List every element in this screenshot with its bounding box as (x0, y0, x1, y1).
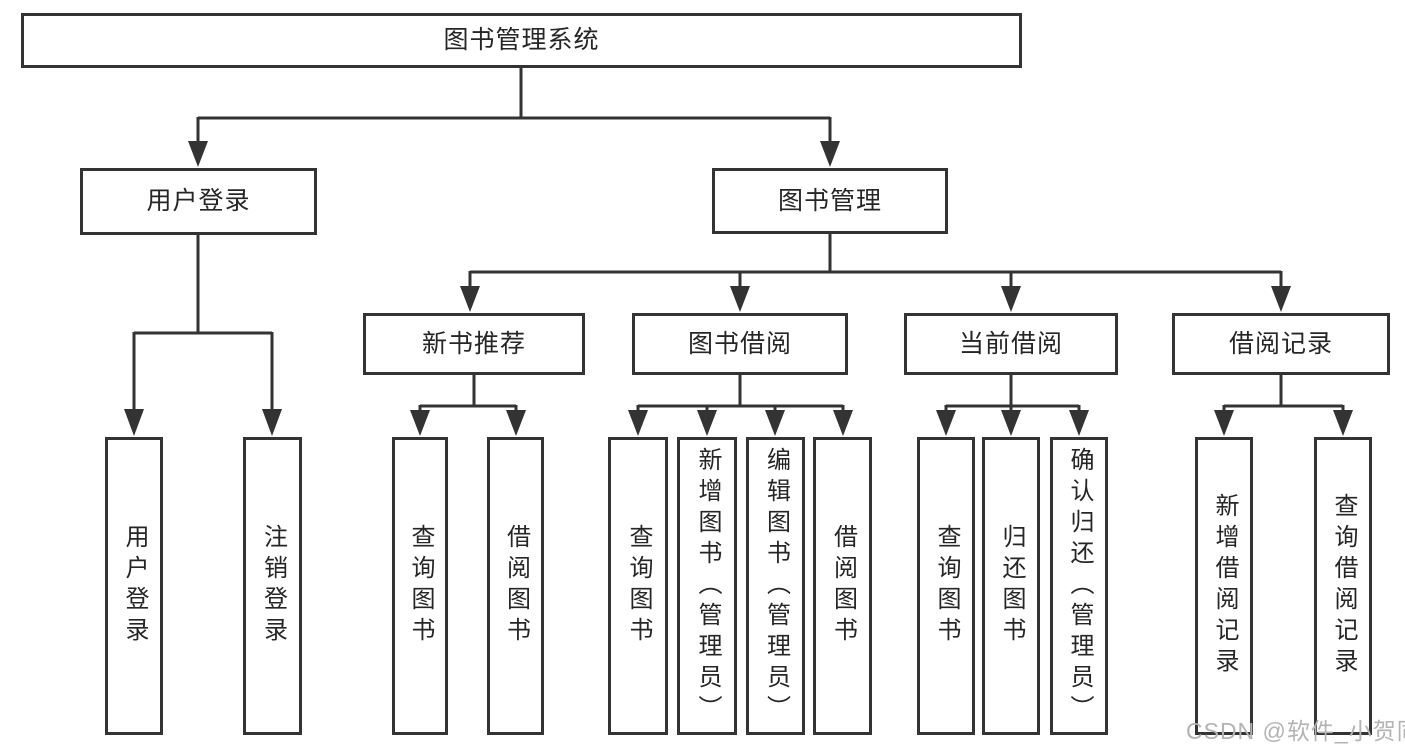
arrowhead-borrowing-records (1271, 286, 1291, 312)
leaf-logout-label: 注销登录 (259, 524, 287, 648)
leaf-nbr-query-books-label: 查询图书 (407, 524, 434, 648)
leaf-cb-query-books: 查询图书 (917, 437, 975, 735)
leaf-cb-return-books: 归还图书 (982, 437, 1040, 735)
arrowhead-bb-query-books (628, 410, 648, 436)
connector-root-to-level2 (196, 68, 832, 146)
leaf-cb-query-books-label: 查询图书 (933, 524, 960, 648)
connector-borrowing-records-to-leaves (1222, 375, 1345, 414)
leaf-bb-borrow-books: 借阅图书 (813, 437, 872, 735)
leaf-br-add-borrow-record: 新增借阅记录 (1195, 437, 1253, 735)
connector-new-book-recommendation-to-leaves (418, 375, 518, 414)
leaf-user-login-label: 用户登录 (121, 524, 148, 648)
arrowhead-br-add-record (1214, 410, 1234, 436)
node-book-management-label: 图书管理 (777, 186, 882, 215)
node-book-management: 图书管理 (712, 168, 948, 234)
arrowhead-cb-confirm-return (1069, 410, 1089, 436)
connector-current-borrowing-to-leaves (944, 375, 1081, 414)
connector-book-management-to-level3 (468, 234, 1283, 292)
watermark: CSDN @软件_小贺同学 (1186, 718, 1405, 744)
node-new-book-recommendation-label: 新书推荐 (421, 329, 526, 358)
leaf-br-add-borrow-record-label: 新增借阅记录 (1211, 493, 1238, 679)
arrowhead-nbr-query-books (410, 410, 430, 436)
node-book-borrowing: 图书借阅 (632, 313, 848, 375)
leaf-logout: 注销登录 (243, 437, 302, 735)
leaf-nbr-borrow-books-label: 借阅图书 (502, 524, 530, 648)
leaf-nbr-query-books: 查询图书 (392, 437, 448, 735)
leaf-bb-query-books-label: 查询图书 (625, 524, 652, 648)
leaf-bb-borrow-books-label: 借阅图书 (829, 524, 857, 648)
connector-user-login-to-leaves (132, 235, 274, 414)
arrowhead-leaf-logout (262, 409, 282, 436)
arrowhead-br-query-record (1333, 410, 1353, 436)
arrowhead-cb-return-books (1001, 410, 1021, 436)
leaf-user-login: 用户登录 (105, 437, 163, 735)
arrowhead-cb-query-books (936, 410, 956, 436)
leaf-br-query-borrow-record-label: 查询借阅记录 (1330, 493, 1357, 679)
arrowhead-nbr-borrow-books (506, 410, 526, 436)
connector-book-borrowing-to-leaves (636, 375, 845, 414)
leaf-bb-edit-book-admin-label: 编辑图书（管理员） (762, 446, 790, 726)
arrowhead-bb-borrow-books (833, 410, 853, 436)
arrowhead-book-management (820, 141, 840, 167)
node-library-management-system: 图书管理系统 (21, 13, 1022, 68)
leaf-nbr-borrow-books: 借阅图书 (487, 437, 544, 735)
leaf-bb-query-books: 查询图书 (608, 437, 668, 735)
arrowhead-book-borrowing (730, 286, 750, 312)
node-user-login-label: 用户登录 (146, 187, 251, 216)
leaf-cb-confirm-return-admin: 确认归还（管理员） (1050, 437, 1108, 735)
leaf-bb-edit-book-admin: 编辑图书（管理员） (746, 437, 805, 735)
arrowhead-current-borrowing (1001, 286, 1021, 312)
node-borrowing-records-label: 借阅记录 (1228, 329, 1333, 358)
arrowhead-leaf-user-login (124, 409, 144, 436)
node-library-management-system-label: 图书管理系统 (443, 26, 600, 55)
arrowhead-new-book-recommendation (460, 286, 480, 312)
node-borrowing-records: 借阅记录 (1172, 313, 1390, 375)
arrowhead-bb-edit-book (765, 410, 785, 436)
arrowhead-bb-add-book (697, 410, 717, 436)
leaf-bb-add-book-admin: 新增图书（管理员） (677, 437, 737, 735)
node-book-borrowing-label: 图书借阅 (687, 329, 792, 358)
leaf-br-query-borrow-record: 查询借阅记录 (1314, 437, 1372, 735)
node-current-borrowing-label: 当前借阅 (958, 329, 1063, 358)
node-user-login: 用户登录 (80, 168, 317, 235)
leaf-cb-confirm-return-admin-label: 确认归还（管理员） (1066, 446, 1093, 726)
node-new-book-recommendation: 新书推荐 (363, 313, 585, 375)
leaf-cb-return-books-label: 归还图书 (998, 524, 1025, 648)
leaf-bb-add-book-admin-label: 新增图书（管理员） (694, 446, 721, 726)
arrowhead-user-login (188, 141, 208, 167)
node-current-borrowing: 当前借阅 (904, 313, 1118, 375)
